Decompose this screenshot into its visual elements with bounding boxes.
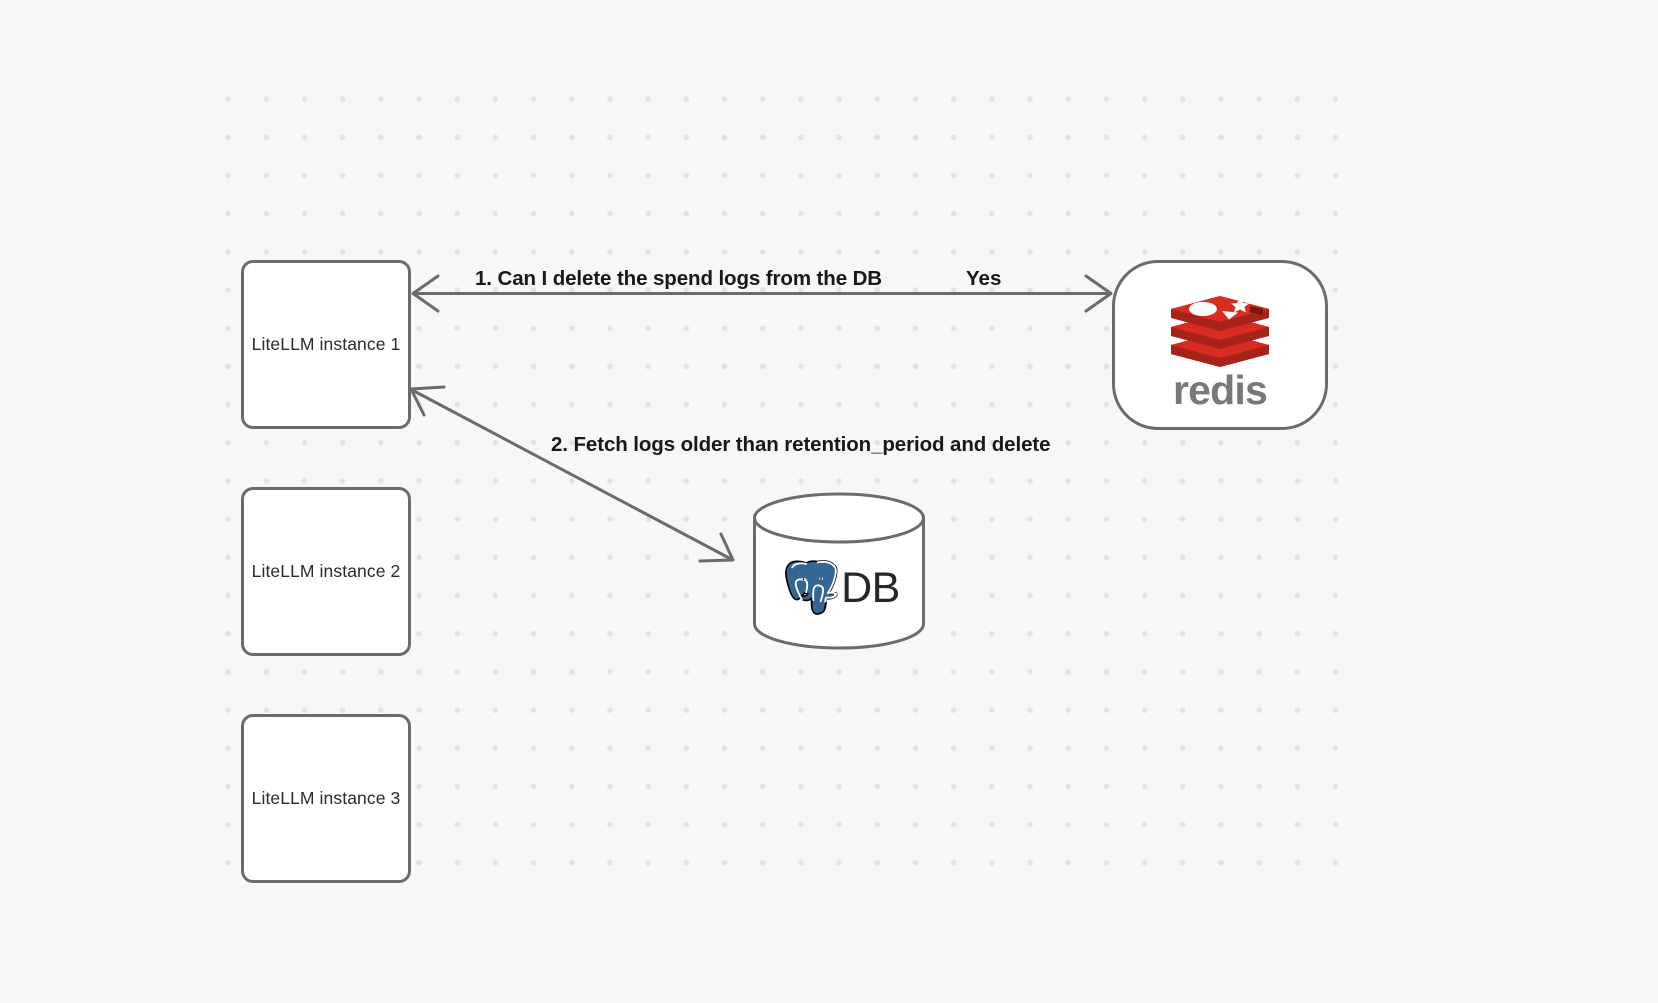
edge-label-step-1: 1. Can I delete the spend logs from the … — [475, 267, 883, 290]
arrowhead-end — [698, 532, 735, 563]
redis-logo-group: redis — [1166, 282, 1274, 411]
edge-line — [412, 389, 733, 561]
database-label-group: DB — [752, 548, 926, 628]
node-label: LiteLLM instance 1 — [251, 334, 401, 354]
database-label: DB — [841, 563, 900, 612]
node-label: LiteLLM instance 2 — [251, 561, 401, 581]
edge-label-yes: Yes — [966, 267, 1002, 290]
redis-wordmark: redis — [1173, 366, 1268, 413]
node-litellm-instance-2[interactable]: LiteLLM instance 2 — [241, 487, 411, 656]
redis-stack-icon — [1171, 295, 1269, 367]
arrowhead-right — [1084, 274, 1113, 313]
arrowhead-start — [409, 385, 446, 417]
arrowhead-left — [411, 274, 440, 313]
postgresql-elephant-icon — [785, 560, 838, 615]
node-litellm-instance-3[interactable]: LiteLLM instance 3 — [241, 714, 411, 883]
node-database[interactable]: DB — [752, 492, 926, 650]
cylinder-shape — [753, 492, 925, 650]
node-litellm-instance-1[interactable]: LiteLLM instance 1 — [241, 260, 411, 429]
edge-litellm1-database — [409, 385, 735, 563]
node-redis[interactable]: redis — [1112, 260, 1328, 430]
edge-label-step-2: 2. Fetch logs older than retention_perio… — [551, 433, 1051, 456]
node-label: LiteLLM instance 3 — [251, 788, 401, 808]
edge-litellm1-redis — [411, 274, 1113, 313]
